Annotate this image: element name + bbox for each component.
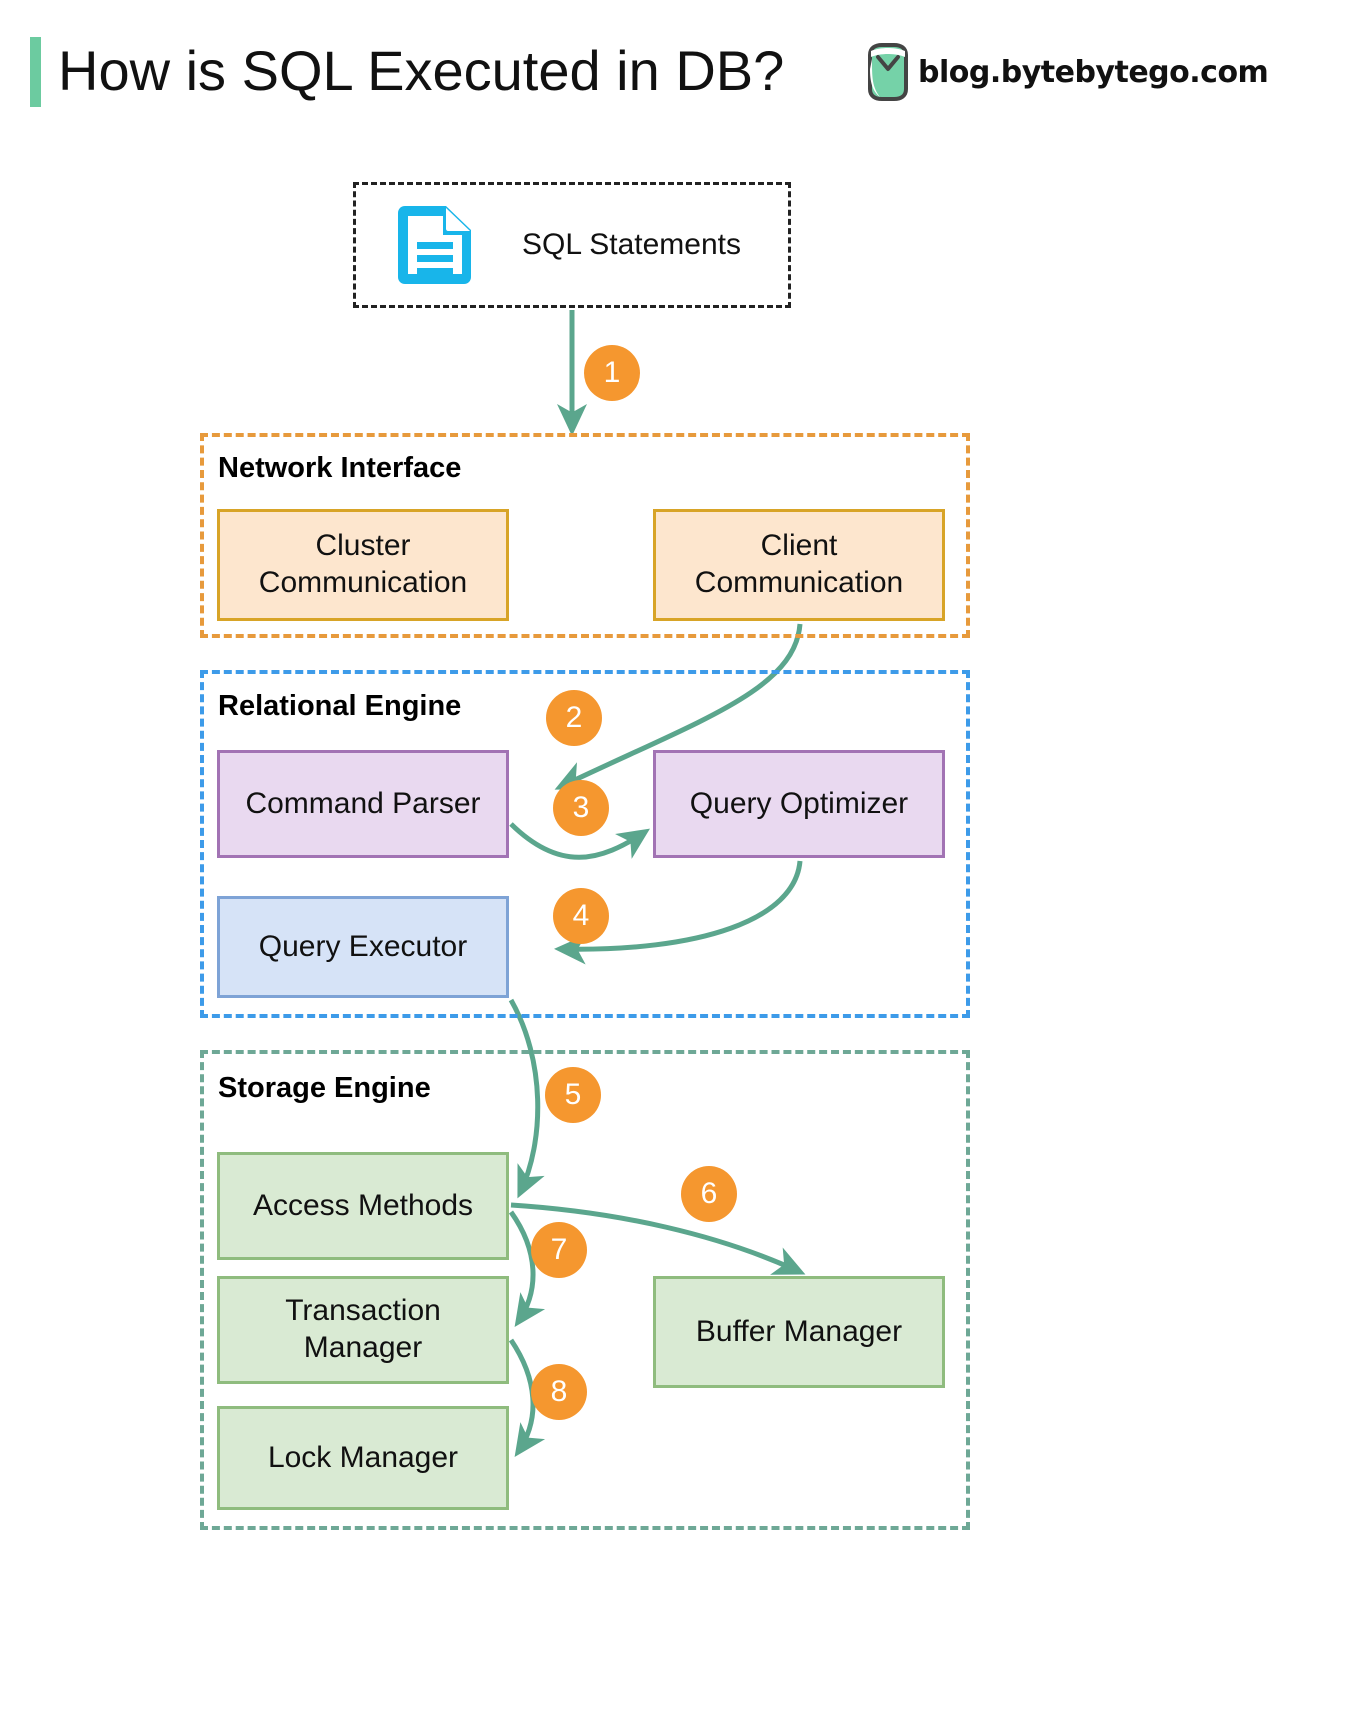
document-icon (388, 199, 480, 291)
node-access-methods[interactable]: Access Methods (217, 1152, 509, 1260)
node-buffer-manager[interactable]: Buffer Manager (653, 1276, 945, 1388)
group-storage-engine (200, 1050, 970, 1530)
sql-statements-box[interactable]: SQL Statements (353, 182, 791, 308)
step-badge-6: 6 (681, 1166, 737, 1222)
group-network-interface (200, 433, 970, 638)
sql-statements-label: SQL Statements (522, 228, 741, 261)
step-badge-5: 5 (545, 1067, 601, 1123)
group-label-network-interface: Network Interface (218, 452, 462, 484)
step-badge-2: 2 (546, 690, 602, 746)
page-header: How is SQL Executed in DB? blog.bytebyte… (0, 0, 1358, 130)
step-badge-7: 7 (531, 1222, 587, 1278)
node-query-executor[interactable]: Query Executor (217, 896, 509, 998)
step-badge-1: 1 (584, 345, 640, 401)
brand: blog.bytebytego.com (866, 42, 1269, 102)
step-badge-4: 4 (553, 888, 609, 944)
node-query-optimizer[interactable]: Query Optimizer (653, 750, 945, 858)
page-title: How is SQL Executed in DB? (58, 39, 785, 102)
bytebytego-logo-icon (866, 43, 910, 101)
group-label-storage-engine: Storage Engine (218, 1072, 431, 1104)
step-badge-8: 8 (531, 1364, 587, 1420)
title-accent-bar (30, 37, 41, 107)
group-label-relational-engine: Relational Engine (218, 690, 462, 722)
brand-text: blog.bytebytego.com (918, 54, 1269, 90)
step-badge-3: 3 (553, 780, 609, 836)
node-lock-manager[interactable]: Lock Manager (217, 1406, 509, 1510)
node-command-parser[interactable]: Command Parser (217, 750, 509, 858)
group-relational-engine (200, 670, 970, 1018)
